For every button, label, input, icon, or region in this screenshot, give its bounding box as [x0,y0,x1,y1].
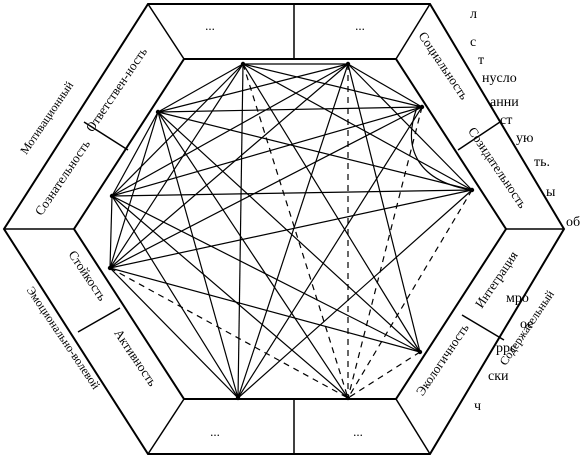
network-edge-AH [109,63,244,269]
hexagon-connectors [4,3,564,455]
side-text-fragment: ть. [534,155,550,170]
network-edge-DJ [157,111,473,191]
side-text-fragment: ски [488,369,509,384]
network-edge-AC [242,63,423,108]
network-node-D [469,187,475,193]
network-edge-BH [109,63,349,269]
label-top-left: ... [205,18,215,33]
network-edge-BC [347,63,423,108]
network-edge-BE [347,63,421,353]
network-edge-BJ [157,63,349,113]
network-edge-DI [111,189,473,197]
network-edge-AJ [157,63,244,113]
network-edge-AF [242,63,349,399]
network-node-E [417,349,423,355]
network-edge-FI [111,195,349,399]
label-bottom-left: ... [210,424,220,439]
network-node-C [419,104,425,110]
network-node-A [240,61,246,67]
side-text-fragment: мро [506,291,529,306]
label-top-right: ... [355,18,365,33]
network-edge-FJ [157,111,349,399]
network-edge-AG [237,63,244,399]
side-text-fragment: ррс [496,341,516,356]
side-text-fragment: ст [500,113,512,128]
network-edge-IJ [111,111,159,197]
network-edge-EJ [157,111,421,353]
network-edge-CI [111,106,423,197]
network-edge-GH [109,267,239,399]
network-dashed-lines [109,63,473,399]
network-node-B [345,61,351,67]
network-edge-AD [242,63,473,191]
network-edge-HF [109,267,349,399]
network-edge-GI [111,195,239,399]
network-edge-EF [347,351,421,399]
network-edge-EH [109,267,421,353]
network-node-I [109,193,115,199]
network-edge-DH [109,189,473,269]
side-text-fragment: с [470,35,476,50]
network-edge-DF [347,189,473,399]
side-text-fragment: ую [516,131,533,146]
network-edge-CJ [157,106,423,113]
network-node-G [235,395,241,401]
network-edge-GJ [157,111,239,399]
category-motivational: Мотивационный [17,78,76,157]
label-bottom-right: ... [353,424,363,439]
network-node-H [107,265,113,271]
network-edge-BG [237,63,349,399]
side-text-fragment: л [470,7,477,22]
label-left-upper-inner: Сознательность [32,137,94,218]
network-solid-lines [109,63,473,399]
network-edge-DG [237,189,473,399]
side-text-fragment: ы [546,185,556,200]
category-emotional-volitional: Эмоционально-волевой [24,284,104,392]
network-node-F [345,395,351,401]
label-right-upper-outer: Социальность [416,29,472,103]
side-text-fragment: нусло [482,71,517,86]
network-edge-HI [109,195,113,269]
network-edge-AE [242,63,421,353]
network-edge-CH [109,106,423,269]
network-edge-HJ [109,111,159,269]
network-curve [410,104,473,191]
side-text-fragment: ч [474,399,481,414]
side-text-fragment: ое [520,317,533,332]
side-text-fragment: анни [490,95,519,110]
side-text-fragment: об [566,215,580,230]
network-nodes [107,61,475,401]
network-edge-CG [237,106,423,399]
side-text-fragment: т [478,53,484,68]
network-node-J [155,109,161,115]
label-left-lower-inner: Активность [111,326,160,389]
